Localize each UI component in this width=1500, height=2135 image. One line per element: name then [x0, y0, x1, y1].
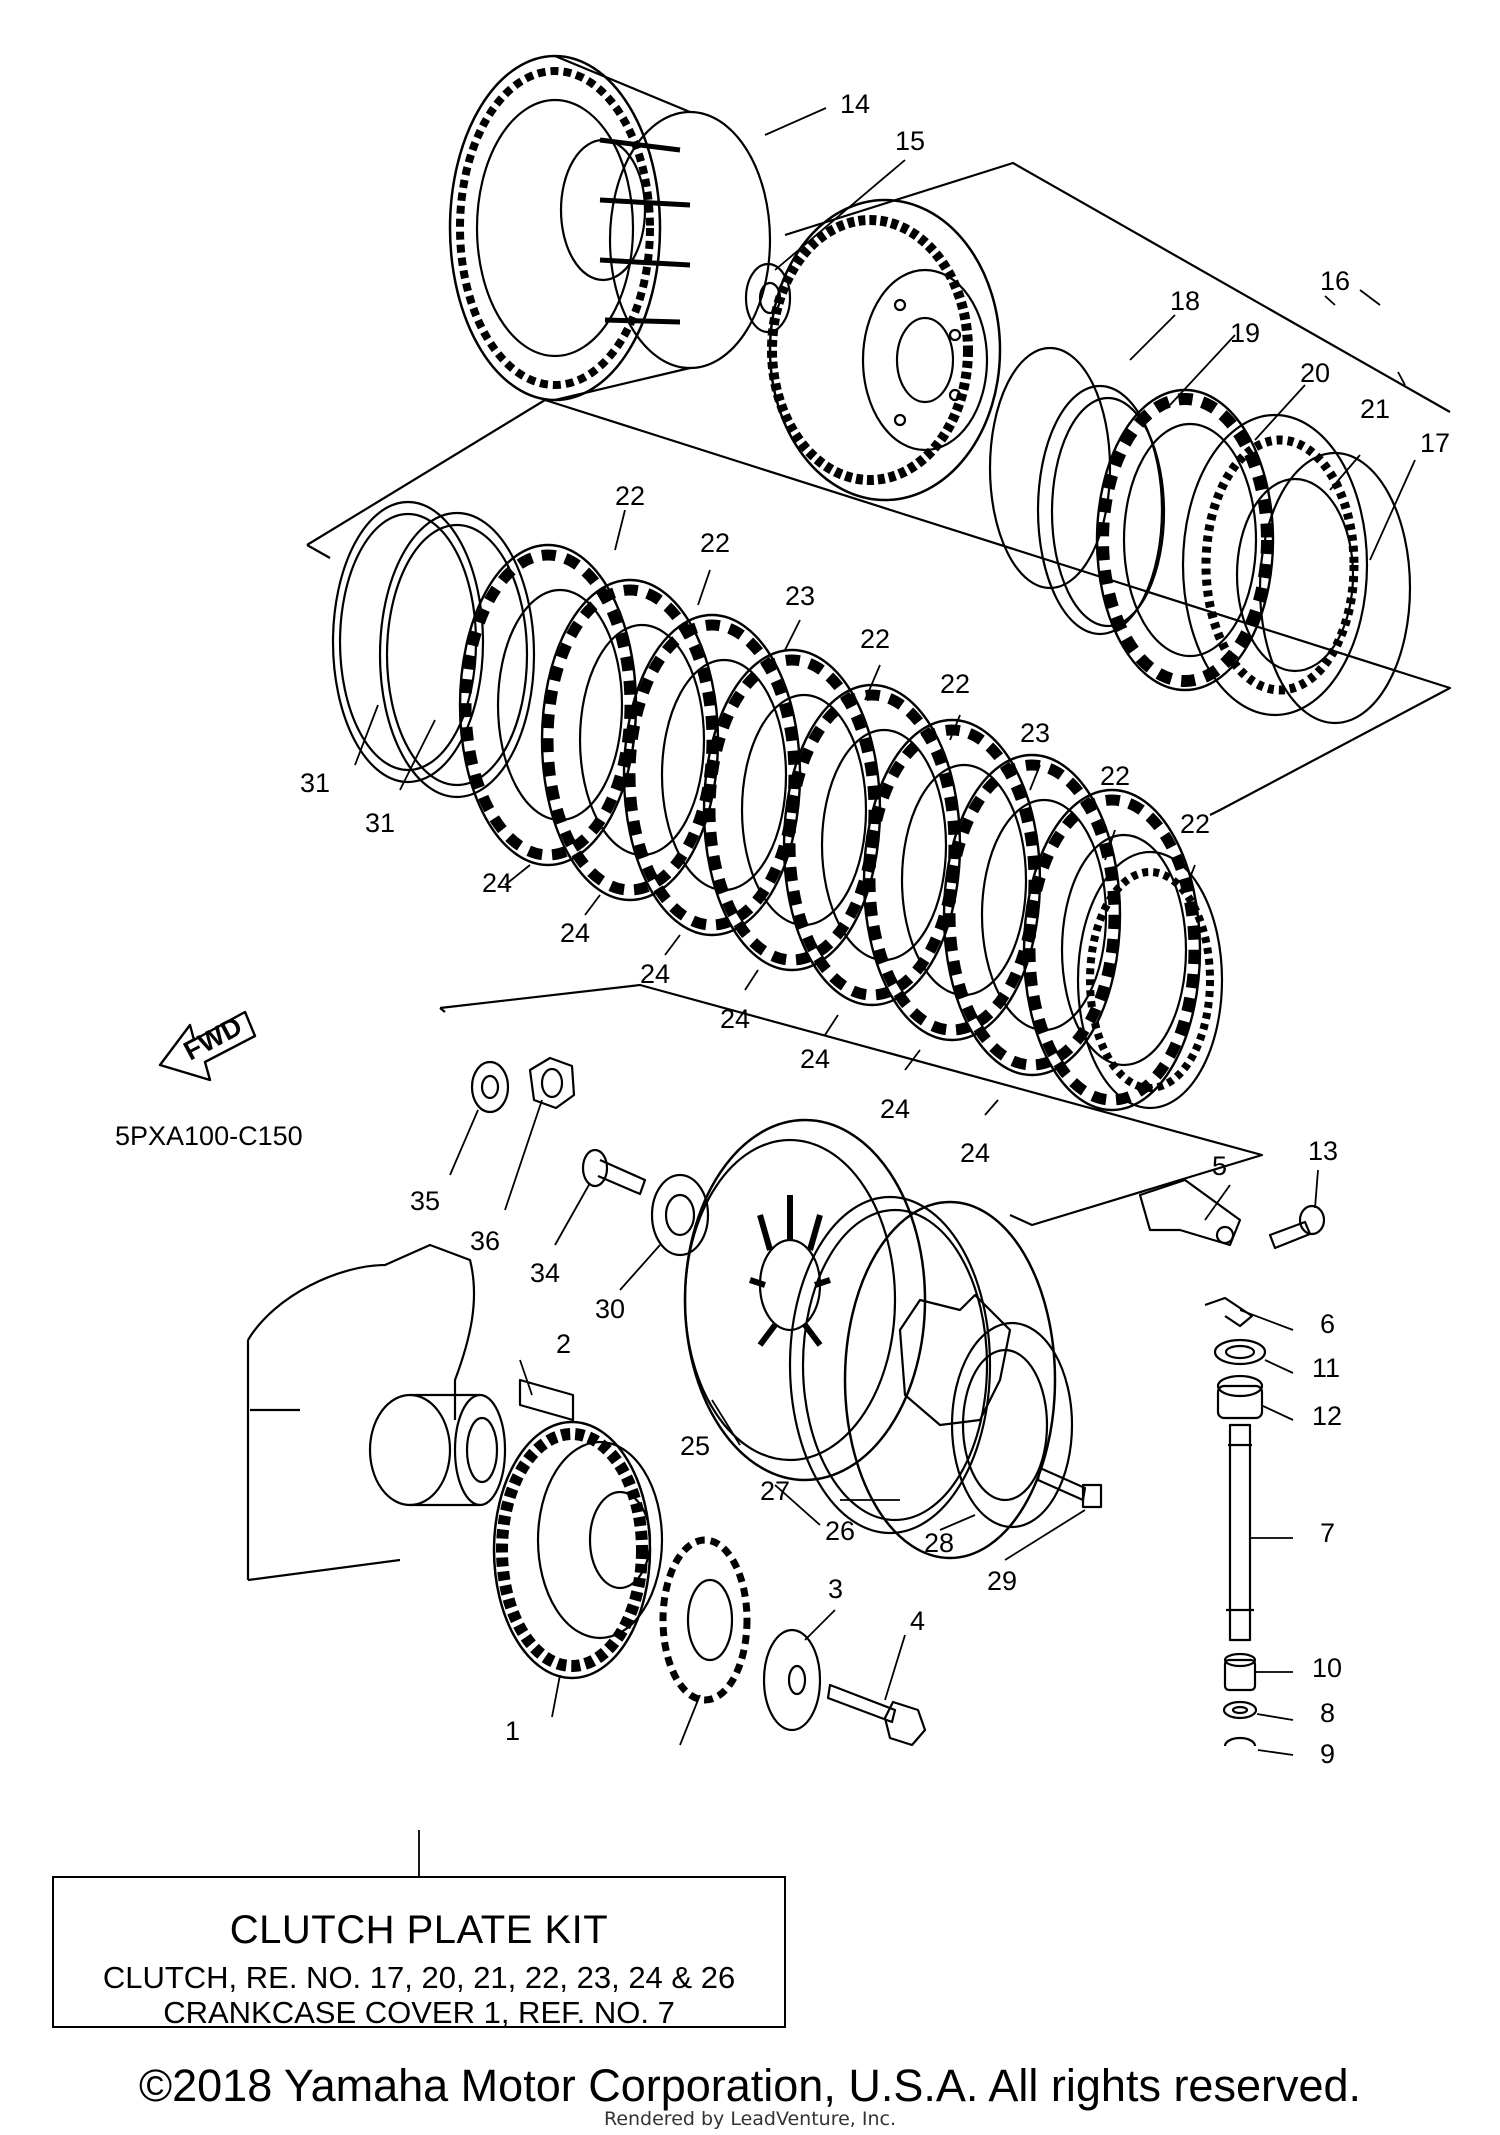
- gear-part-1: [492, 1420, 664, 1680]
- kit-title: CLUTCH PLATE KIT: [229, 1908, 609, 1952]
- callout-20: 20: [1300, 358, 1330, 388]
- washer-part-3: [762, 1628, 822, 1732]
- callout-31a: 31: [300, 768, 330, 798]
- pressure-plate-part-25: [683, 1118, 927, 1482]
- callout-29: 29: [987, 1566, 1017, 1596]
- callout-22d: 22: [940, 669, 970, 699]
- retainer-part-28: [950, 1321, 1074, 1529]
- bolt-part-13: [1268, 1204, 1326, 1250]
- washer-part-8: [1222, 1700, 1258, 1720]
- callout-numbers: 14 15 16 18 19 20 21 17 22 22 23 22 22 2…: [115, 89, 1450, 1769]
- copyright-notice: ©2018 Yamaha Motor Corporation, U.S.A. A…: [138, 2060, 1362, 2111]
- key-part-2: [518, 1378, 575, 1422]
- clutch-boss: [767, 198, 1002, 502]
- leader-lines: [354, 107, 1416, 1876]
- callout-15: 15: [895, 126, 925, 156]
- wire-circlip-part-17: [1258, 451, 1412, 725]
- spring-part-6: [1204, 1296, 1254, 1328]
- callout-22e: 22: [1100, 761, 1130, 791]
- callout-22c: 22: [860, 624, 890, 654]
- callout-19: 19: [1230, 318, 1260, 348]
- push-rod-part-32: [581, 1148, 647, 1196]
- clutch-plate-kit-box: CLUTCH PLATE KIT CLUTCH, RE. NO. 17, 20,…: [52, 1876, 786, 2030]
- callout-32: 34: [530, 1258, 560, 1288]
- callout-6: 6: [1320, 1309, 1335, 1339]
- callout-14: 14: [840, 89, 870, 119]
- crankcase-outline: [246, 1243, 476, 1582]
- plate-stack-8: [1022, 788, 1202, 1112]
- rendered-by-credit: Rendered by LeadVenture, Inc.: [603, 2108, 897, 2130]
- callout-7: 7: [1320, 1518, 1335, 1548]
- callout-3: 3: [828, 1574, 843, 1604]
- callout-11: 11: [1312, 1353, 1340, 1383]
- pressure-plate-frame: [439, 983, 1264, 1227]
- callout-23b: 23: [1020, 718, 1050, 748]
- bearing-part-12: [1216, 1374, 1264, 1420]
- bearing-part-10: [1223, 1652, 1257, 1692]
- callout-24d: 24: [720, 1004, 750, 1034]
- callout-10: 10: [1312, 1653, 1342, 1683]
- circlip-part-9: [1223, 1736, 1257, 1747]
- callout-2: 2: [556, 1329, 571, 1359]
- callout-24g: 24: [960, 1138, 990, 1168]
- clutch-housing-part-14: [448, 54, 772, 402]
- plate-part-26: [843, 1200, 1057, 1560]
- callout-22b: 22: [700, 528, 730, 558]
- callout-13: 13: [1308, 1136, 1338, 1166]
- bolt-part-29: [1036, 1466, 1103, 1509]
- washer-part-33: [470, 1060, 510, 1114]
- circlip-part-31b: [378, 511, 536, 799]
- ring-part-27: [788, 1195, 992, 1535]
- callout-18: 18: [1170, 286, 1200, 316]
- plate-stack-9: [1076, 850, 1224, 1110]
- callout-26: 26: [825, 1516, 855, 1546]
- diagram-code: 5PXA100-C150: [115, 1121, 303, 1151]
- callout-22a: 22: [615, 481, 645, 511]
- callout-24e: 24: [800, 1044, 830, 1074]
- callout-25: 25: [680, 1431, 710, 1461]
- callout-24b: 24: [560, 918, 590, 948]
- callout-33: 35: [410, 1186, 440, 1216]
- callout-12: 12: [1312, 1401, 1342, 1431]
- circlip-part-31a: [331, 500, 485, 784]
- forward-arrow-icon: [158, 1010, 257, 1082]
- bolt-part-4: [826, 1683, 927, 1747]
- shaft-stub: [368, 1393, 507, 1507]
- callout-34: 36: [470, 1226, 500, 1256]
- callout-8: 8: [1320, 1698, 1335, 1728]
- callout-24f: 24: [880, 1094, 910, 1124]
- callout-24c: 24: [640, 959, 670, 989]
- clutch-plate-part-21: [1181, 413, 1369, 717]
- callout-1: 1: [505, 1716, 520, 1746]
- kit-line-1: CLUTCH, RE. NO. 17, 20, 21, 22, 23, 24 &…: [102, 1960, 736, 1995]
- cushion-spring-part-18: [988, 346, 1112, 590]
- callout-17: 17: [1420, 428, 1450, 458]
- callout-9: 9: [1320, 1739, 1335, 1769]
- callout-22f: 22: [1180, 809, 1210, 839]
- shaft-part-7: [1226, 1423, 1254, 1642]
- callout-24a: 24: [482, 868, 512, 898]
- callout-4: 4: [910, 1606, 925, 1636]
- callout-31b: 31: [365, 808, 395, 838]
- callout-21: 21: [1360, 394, 1390, 424]
- nut-part-34: [528, 1056, 576, 1110]
- seat-plate-part-19: [1036, 384, 1164, 636]
- callout-16: 16: [1320, 266, 1350, 296]
- callout-30: 30: [595, 1294, 625, 1324]
- callout-28: 28: [924, 1528, 954, 1558]
- plate-part-35: [659, 1536, 751, 1704]
- callout-23a: 23: [785, 581, 815, 611]
- kit-line-2: CRANKCASE COVER 1, REF. NO. 7: [163, 1995, 675, 2030]
- callout-27: 27: [760, 1476, 790, 1506]
- bearing-part-30: [650, 1173, 710, 1257]
- callout-5: 5: [1212, 1151, 1227, 1181]
- friction-plate-stack: [458, 543, 1224, 1112]
- seal-part-11: [1213, 1338, 1267, 1366]
- assembly-bracket-16: [784, 161, 1451, 413]
- lever-part-5: [1138, 1178, 1242, 1247]
- plate-stack-frame: [306, 398, 1452, 816]
